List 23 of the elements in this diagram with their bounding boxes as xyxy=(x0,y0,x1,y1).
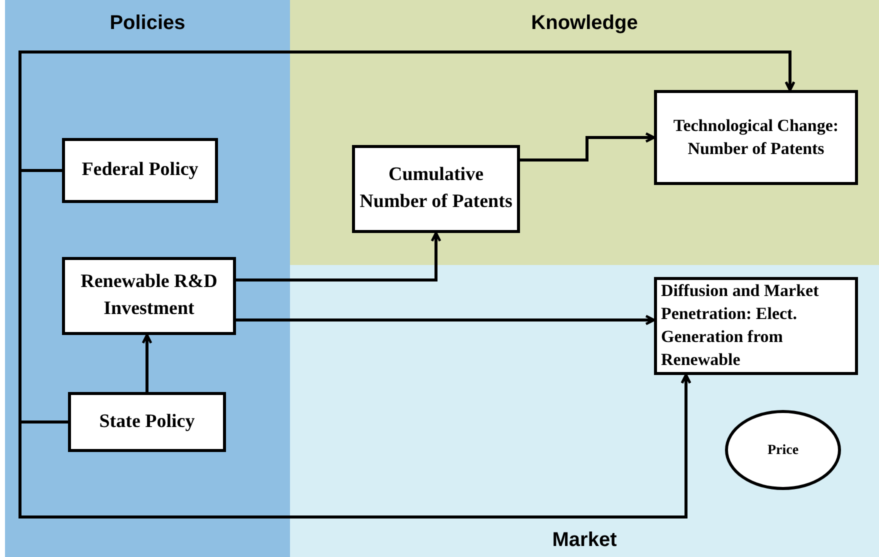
process-box xyxy=(68,392,226,452)
region-panel xyxy=(290,265,879,557)
box-label: Diffusion and Market Penetration: Elect. Generation from Renewable xyxy=(661,280,820,371)
box-label: Federal Policy xyxy=(82,158,198,182)
box-label: Technological Change: Number of Patents xyxy=(672,115,840,160)
process-box xyxy=(654,90,858,185)
region-title: Knowledge xyxy=(531,11,638,36)
arrow xyxy=(236,314,656,326)
process-box xyxy=(352,145,520,233)
region-panel xyxy=(5,0,290,557)
box-label: Price xyxy=(767,442,799,460)
process-box xyxy=(62,257,236,335)
region-title: Market xyxy=(552,528,617,553)
box-label: Renewable R&D Investment xyxy=(80,270,218,321)
arrow xyxy=(520,132,656,162)
arrow xyxy=(142,334,152,392)
box-label: State Policy xyxy=(99,410,195,434)
box-label: Cumulative Number of Patents xyxy=(359,163,513,214)
arrow xyxy=(236,232,442,282)
process-box xyxy=(654,277,858,375)
process-box xyxy=(62,138,218,203)
region-panel xyxy=(290,0,879,265)
region-title: Policies xyxy=(110,11,186,36)
